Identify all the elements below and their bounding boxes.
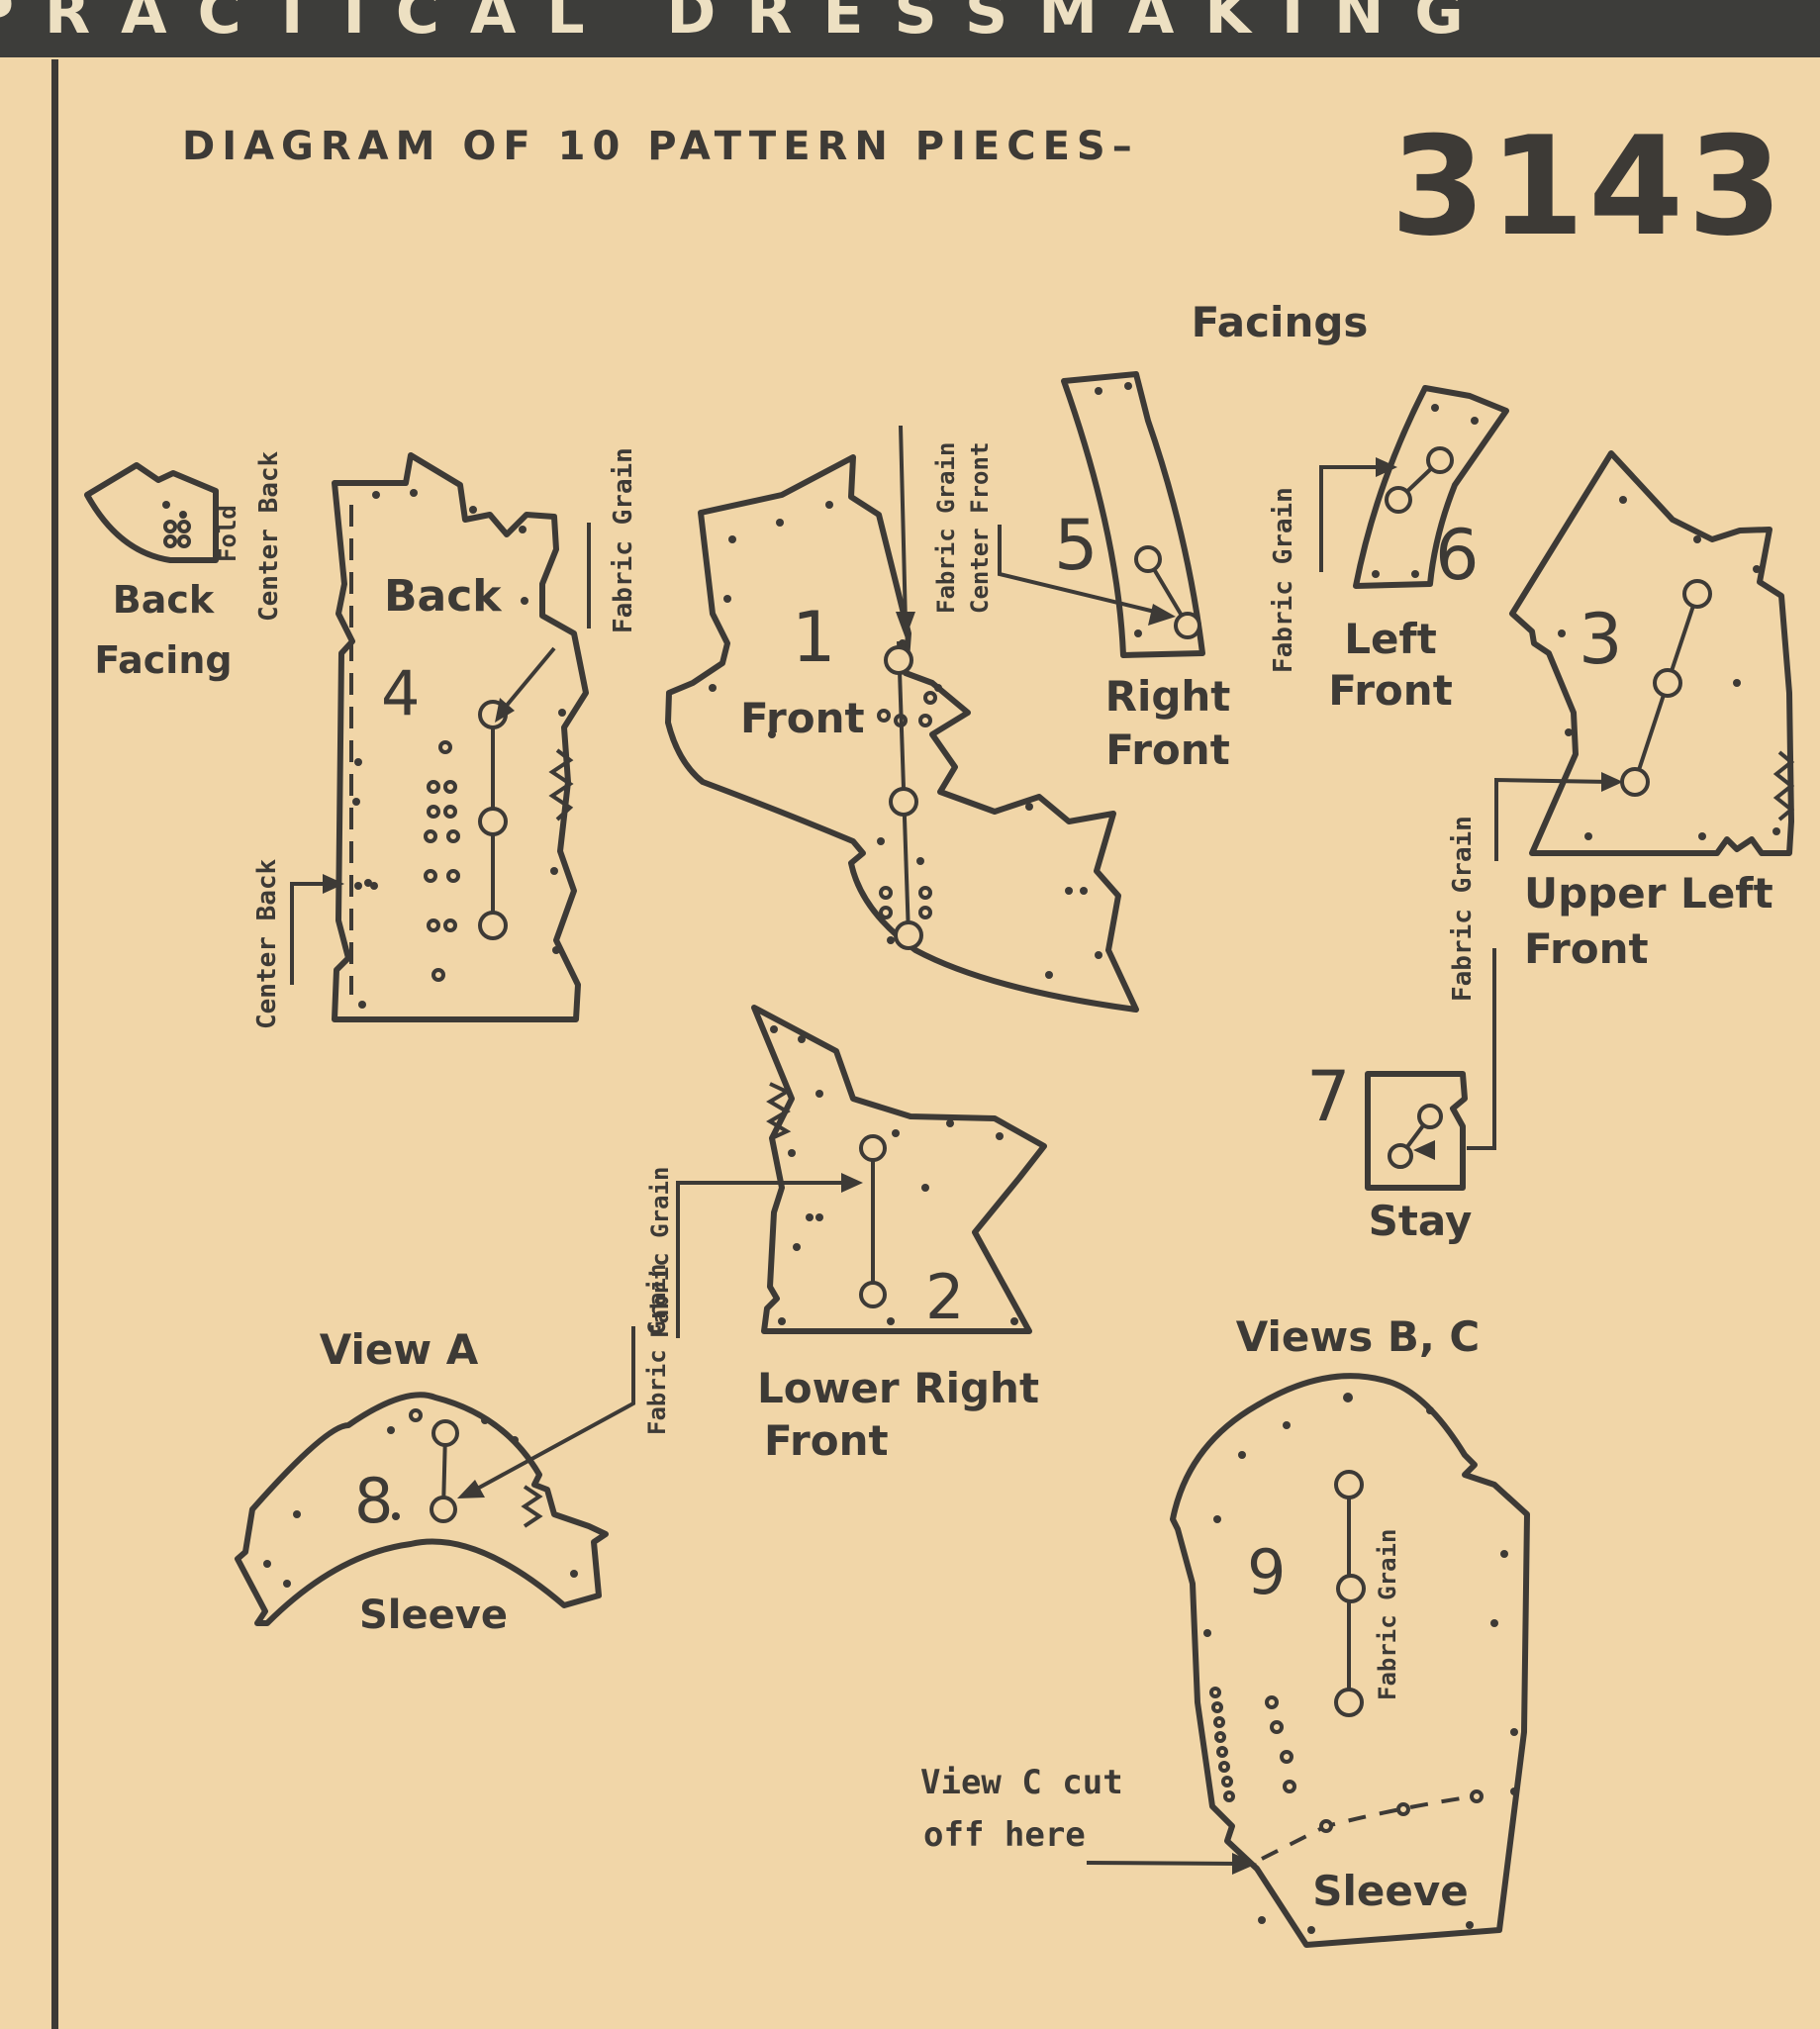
lower-right-front-piece <box>751 1005 1047 1334</box>
view-c-cut-label-2: off here <box>923 1815 1086 1855</box>
sleeve-a-piece <box>235 1392 609 1626</box>
piece-number-1: 1 <box>792 597 836 678</box>
lower-right-front-label-2: Front <box>764 1416 889 1465</box>
piece-number-9: 9 <box>1247 1536 1286 1608</box>
fabric-grain-label-lower: Fabric Grain <box>646 1167 674 1338</box>
fabric-grain-label-sleeve-bc: Fabric Grain <box>1374 1529 1401 1700</box>
upper-left-front-label-1: Upper Left <box>1524 869 1773 918</box>
fold-label: Fold <box>214 505 241 562</box>
facings-label: Facings <box>1192 298 1369 346</box>
right-front-label-2: Front <box>1105 725 1230 774</box>
right-front-facing-piece <box>1061 371 1205 658</box>
fabric-grain-label-back: Fabric Grain <box>609 447 638 633</box>
stay-piece <box>1365 1071 1468 1191</box>
front-label: Front <box>740 694 865 742</box>
views-bc-label: Views B, C <box>1236 1312 1480 1361</box>
right-front-label-1: Right <box>1105 672 1231 721</box>
piece-number-6: 6 <box>1435 515 1480 596</box>
title-banner: PRACTICAL DRESSMAKING <box>0 0 1820 57</box>
fabric-grain-label-upper: Fabric Grain <box>1448 816 1478 1002</box>
front-piece <box>665 454 1139 1013</box>
back-facing-label-2: Facing <box>94 638 232 682</box>
back-piece <box>332 452 589 1022</box>
piece-number-5: 5 <box>1054 505 1099 586</box>
stay-label: Stay <box>1369 1197 1473 1245</box>
back-facing-label-1: Back <box>113 578 215 622</box>
back-facing-piece <box>84 462 219 563</box>
left-front-label-2: Front <box>1328 666 1453 715</box>
view-a-label: View A <box>320 1325 479 1374</box>
piece-number-7: 7 <box>1306 1056 1351 1137</box>
fabric-grain-label-front: Fabric Grain <box>932 442 960 614</box>
center-back-label-bottom: Center Back <box>252 858 282 1029</box>
center-front-label: Center Front <box>966 442 994 614</box>
banner-text: PRACTICAL DRESSMAKING <box>0 0 1494 48</box>
sleeve-bc-piece <box>1170 1373 1530 1948</box>
piece-number-3: 3 <box>1579 599 1623 680</box>
upper-left-front-piece <box>1509 450 1795 856</box>
piece-number-2: 2 <box>925 1261 964 1333</box>
view-c-cut-label-1: View C cut <box>920 1763 1123 1802</box>
sleeve-bc-label: Sleeve <box>1312 1867 1468 1915</box>
piece-number-8: 8 <box>354 1465 393 1537</box>
sleeve-a-label: Sleeve <box>359 1593 508 1638</box>
lower-right-front-label-1: Lower Right <box>757 1364 1039 1412</box>
fabric-grain-label-left-front: Fabric Grain <box>1269 487 1298 673</box>
left-front-facing-piece <box>1353 385 1509 589</box>
back-label: Back <box>384 571 503 622</box>
pattern-number: 3143 <box>1390 107 1787 266</box>
left-border-rule <box>51 59 58 2029</box>
upper-left-front-label-2: Front <box>1524 924 1649 973</box>
piece-number-4: 4 <box>381 657 420 729</box>
fabric-grain-label-sleeve-a: Fabric Grain <box>643 1264 671 1435</box>
page-title: DIAGRAM OF 10 PATTERN PIECES– <box>182 124 1139 169</box>
left-front-label-1: Left <box>1344 615 1437 663</box>
center-back-label-top: Center Back <box>254 450 284 622</box>
